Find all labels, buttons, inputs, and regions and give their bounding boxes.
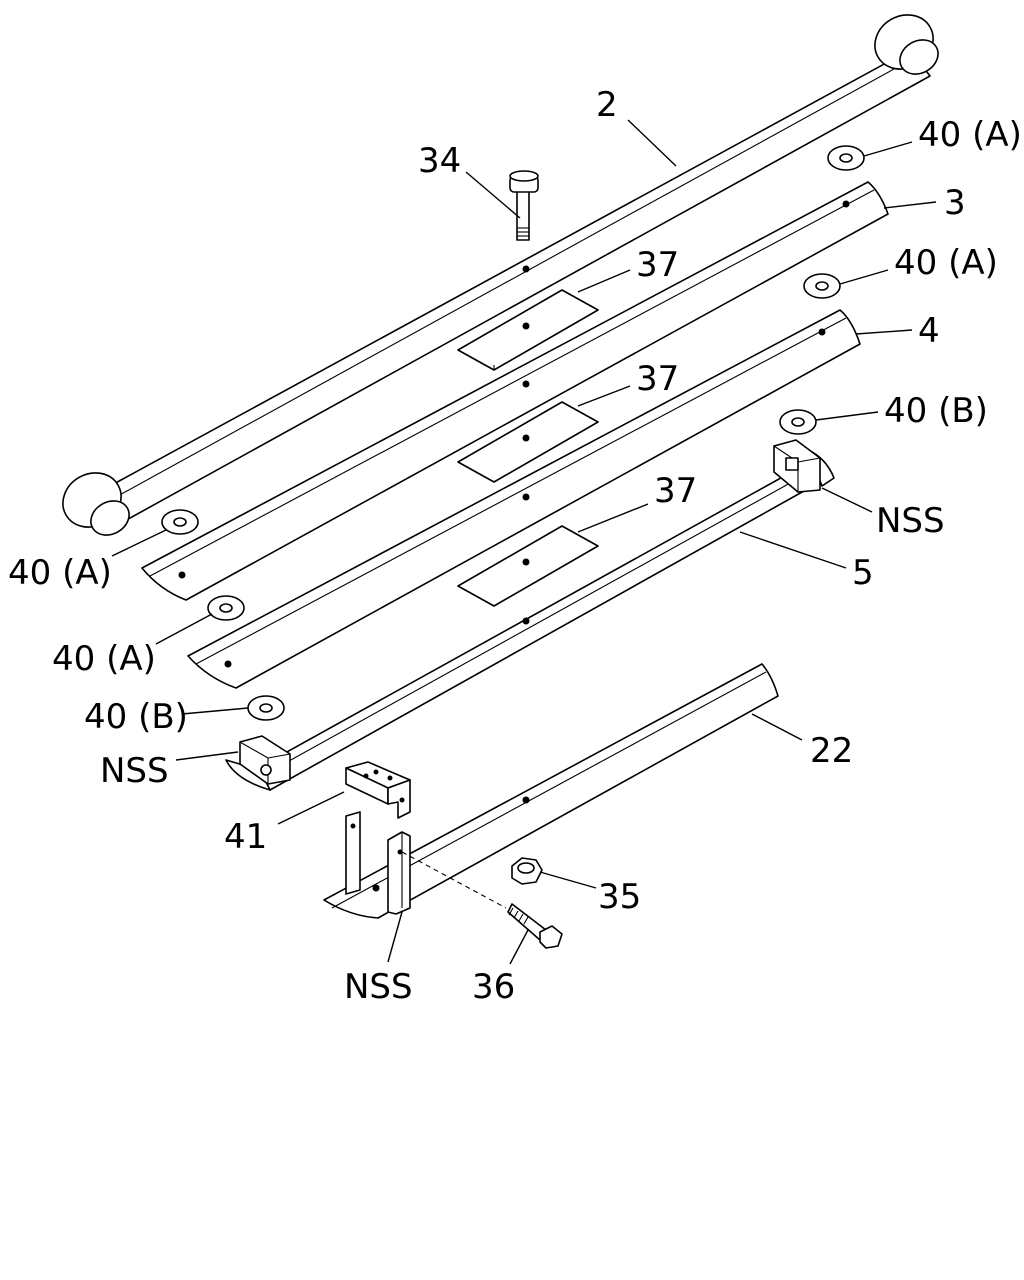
label-washer-40b-left: 40 (B) xyxy=(84,697,188,737)
nss-strap-front xyxy=(387,831,411,915)
washer-40a-left-2 xyxy=(207,595,245,621)
leader-lines xyxy=(111,119,937,965)
liner-plate-37-3 xyxy=(457,525,599,607)
bracket-41 xyxy=(345,761,411,819)
label-plate-37-2: 37 xyxy=(636,359,679,399)
labels: 2 34 40 (A) 3 37 40 (A) 4 37 40 (B) NSS … xyxy=(8,85,1022,1007)
nss-clip-left xyxy=(239,735,291,785)
washer-40a-top-2 xyxy=(803,273,841,299)
label-washer-40a-top-2: 40 (A) xyxy=(894,243,998,283)
liner-plate-37-2 xyxy=(457,401,599,483)
label-part-3: 3 xyxy=(944,183,966,223)
label-part-36: 36 xyxy=(472,967,515,1007)
label-nss-right: NSS xyxy=(876,501,945,541)
nss-strap-rear xyxy=(345,811,361,895)
label-part-22: 22 xyxy=(810,731,853,771)
label-part-41: 41 xyxy=(224,817,267,857)
liner-plate-37-1 xyxy=(457,289,599,371)
label-nss-left: NSS xyxy=(100,751,169,791)
label-plate-37-1: 37 xyxy=(636,245,679,285)
label-part-5: 5 xyxy=(852,553,874,593)
label-plate-37-3: 37 xyxy=(654,471,697,511)
nut-35 xyxy=(511,857,543,885)
label-part-34: 34 xyxy=(418,141,461,181)
leaf-4 xyxy=(187,309,861,689)
label-washer-40a-top-1: 40 (A) xyxy=(918,115,1022,155)
nss-clip-right xyxy=(773,439,821,493)
bolt-36 xyxy=(401,851,563,949)
label-part-4: 4 xyxy=(918,311,940,351)
label-washer-40b-top: 40 (B) xyxy=(884,391,988,431)
label-part-2: 2 xyxy=(596,85,618,125)
washer-40b-left xyxy=(247,695,285,721)
main-leaf-2 xyxy=(62,14,939,536)
label-nss-bottom: NSS xyxy=(344,967,413,1007)
label-washer-40a-left-1: 40 (A) xyxy=(8,553,112,593)
leaf-3 xyxy=(141,181,889,601)
center-bolt-34 xyxy=(509,170,539,241)
washer-40a-top-1 xyxy=(827,145,865,171)
washer-40b-top xyxy=(779,409,817,435)
label-washer-40a-left-2: 40 (A) xyxy=(52,639,156,679)
label-part-35: 35 xyxy=(598,877,641,917)
washer-40a-left-1 xyxy=(161,509,199,535)
